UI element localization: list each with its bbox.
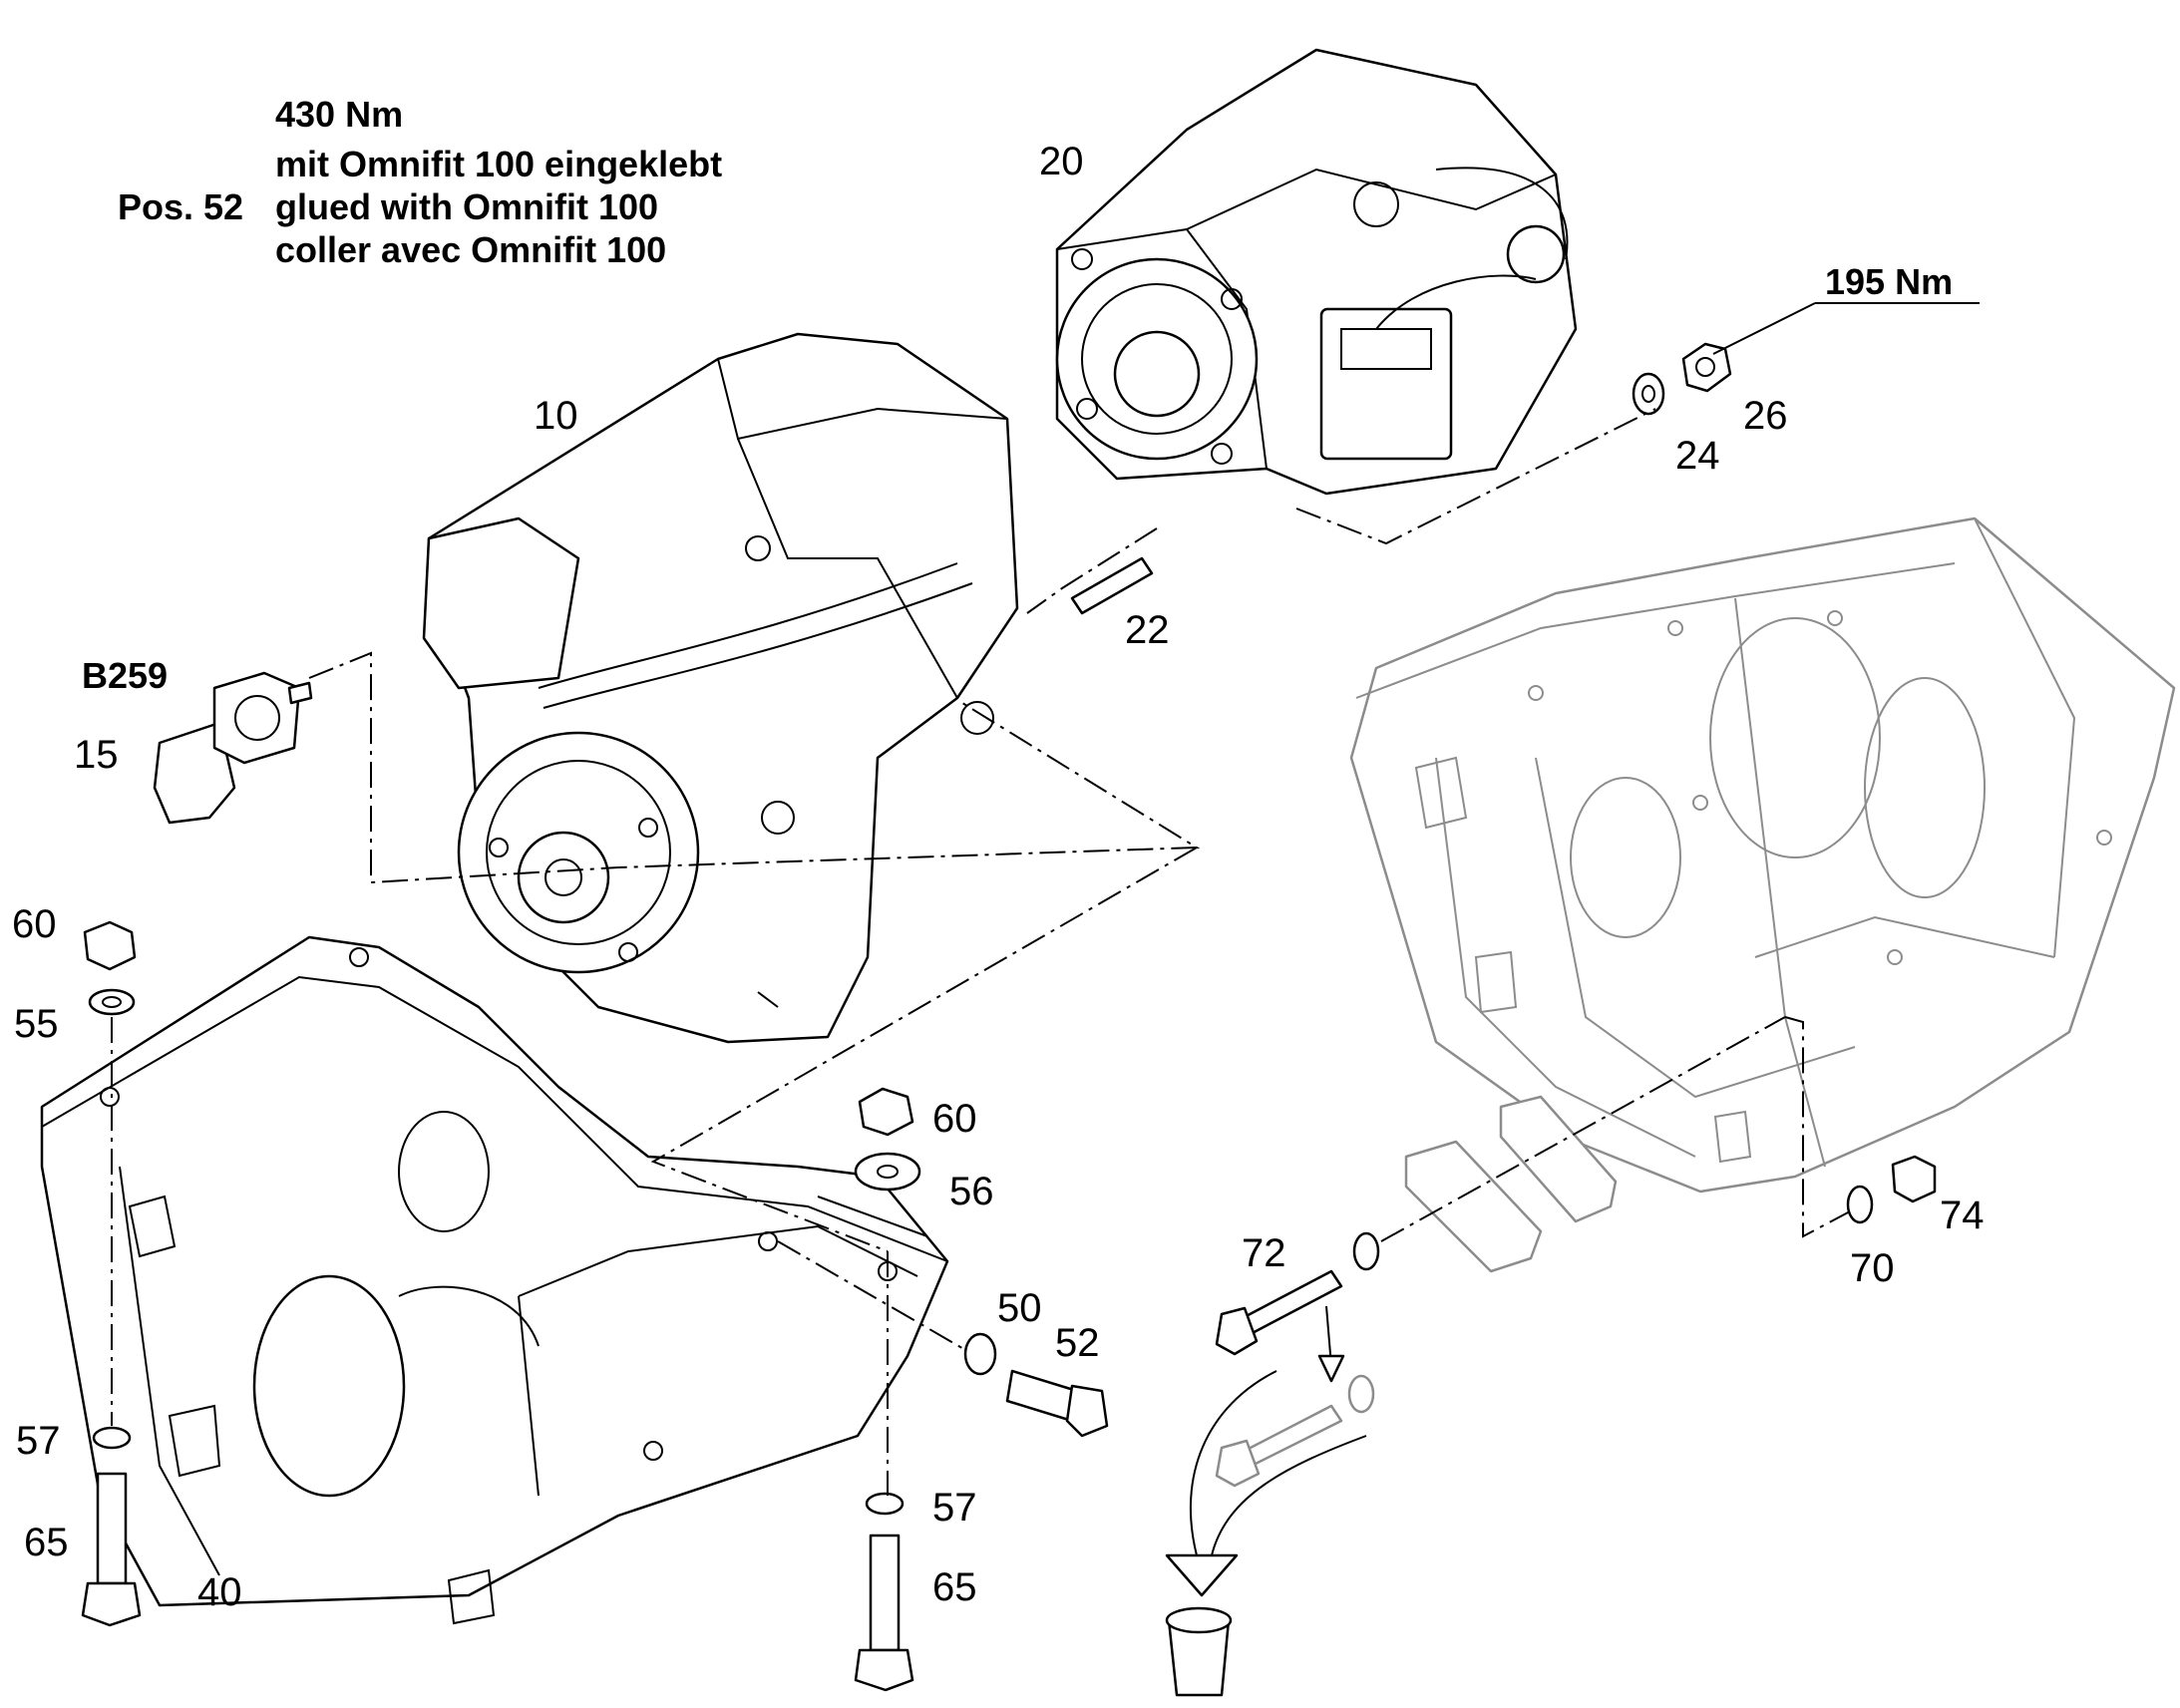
label-20: 20 (1039, 140, 1084, 183)
label-74: 74 (1940, 1194, 1985, 1237)
label-72: 72 (1242, 1231, 1286, 1275)
label-40: 40 (197, 1570, 242, 1614)
mounting-bracket-40 (40, 935, 949, 1625)
washer-56 (854, 1152, 921, 1192)
label-70: 70 (1850, 1246, 1895, 1290)
nut-60-center (858, 1087, 914, 1137)
label-65-left: 65 (24, 1521, 69, 1564)
torque-note-line-en: glued with Omnifit 100 (275, 186, 658, 227)
label-22: 22 (1125, 608, 1170, 652)
label-65-center: 65 (932, 1565, 977, 1609)
label-52: 52 (1055, 1321, 1100, 1365)
hydraulic-motor-20 (1055, 48, 1578, 496)
sensor-15 (153, 671, 313, 825)
label-26: 26 (1743, 394, 1788, 438)
torque-note-line-de: mit Omnifit 100 eingeklebt (275, 144, 722, 184)
torque-note-torque: 430 Nm (275, 94, 403, 135)
bolt-65-center (869, 1534, 901, 1652)
sensor-code-label: B259 (82, 655, 168, 696)
bolt-52 (1005, 1369, 1079, 1423)
label-15: 15 (74, 733, 119, 777)
hydraulic-pump-10 (422, 332, 1019, 1044)
washer-57-left (92, 1426, 132, 1450)
leader-lines (1712, 302, 1980, 355)
labels: 430 Nm mit Omnifit 100 eingeklebt Pos. 5… (12, 94, 1985, 1614)
label-56: 56 (949, 1170, 994, 1213)
label-10: 10 (534, 394, 578, 438)
nut-60-left (83, 920, 137, 971)
washer-55 (88, 988, 136, 1016)
washer-70 (1846, 1185, 1874, 1224)
ghost-frame (1349, 516, 2176, 1194)
label-60-center: 60 (932, 1097, 977, 1141)
torque-195-label: 195 Nm (1825, 261, 1953, 302)
label-55: 55 (14, 1002, 59, 1046)
washer-57-center (865, 1492, 905, 1516)
label-60-left: 60 (12, 902, 57, 946)
assembly-lines (111, 408, 1851, 1496)
nut-74 (1891, 1155, 1937, 1203)
small-hardware (81, 342, 1937, 1697)
nut-26 (1681, 342, 1732, 393)
torque-note-pos: Pos. 52 (118, 186, 243, 227)
torque-note-line-fr: coller avec Omnifit 100 (275, 229, 666, 270)
label-57-center: 57 (932, 1486, 977, 1530)
washer-50 (963, 1332, 997, 1376)
washer-24 (1632, 372, 1665, 416)
bolt-65-left (96, 1472, 128, 1585)
label-57-left: 57 (16, 1419, 61, 1463)
label-50: 50 (997, 1286, 1042, 1330)
label-24: 24 (1675, 434, 1720, 478)
stud-22 (1070, 556, 1154, 615)
torque-195-leader (1712, 302, 1816, 355)
